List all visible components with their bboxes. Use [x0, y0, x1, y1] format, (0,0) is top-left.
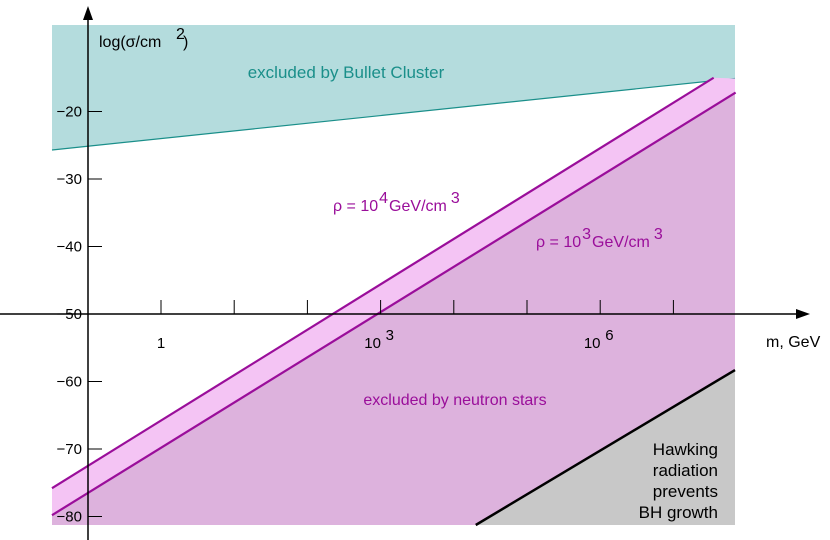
x-axis-arrow — [796, 309, 810, 319]
hawking-label-line: prevents — [653, 482, 718, 501]
y-tick-label: −60 — [57, 374, 82, 391]
rho-1e4-label-prefix: ρ = 10 — [333, 198, 378, 215]
neutron-stars-label: excluded by neutron stars — [363, 392, 546, 409]
y-axis-label: log(σ/cm — [99, 34, 161, 51]
y-tick-label: −20 — [57, 104, 82, 121]
x-tick-label-exponent: 6 — [605, 327, 613, 344]
x-axis-label: m, GeV — [766, 334, 821, 351]
x-tick-label: 10 — [584, 335, 601, 352]
y-tick-label: −40 — [57, 239, 82, 256]
y-axis-label-close: ) — [183, 34, 188, 51]
rho-1e4-label-exponent: 4 — [379, 190, 388, 207]
series-line-rho-1e4 — [51, 76, 715, 490]
rho-1e4-label-unit-exponent: 3 — [451, 190, 460, 207]
rho-1e4-label-unit: GeV/cm — [389, 198, 447, 215]
regions-layer — [51, 25, 736, 527]
x-tick-label-exponent: 3 — [386, 327, 394, 344]
bullet-cluster-boundary — [51, 77, 736, 151]
rho-1e3-label-prefix: ρ = 10 — [536, 234, 581, 251]
series-line-rho-1e3 — [51, 91, 737, 517]
neutron-stars-region — [52, 92, 735, 525]
rho-1e3-label-exponent: 3 — [582, 226, 591, 243]
rho-1e3-label-unit: GeV/cm — [592, 234, 650, 251]
y-tick-label: −50 — [57, 306, 82, 323]
x-tick-label: 1 — [157, 335, 165, 352]
y-axis-arrow — [83, 6, 93, 20]
y-tick-label: −70 — [57, 441, 82, 458]
rho-1e3-label-unit-exponent: 3 — [654, 226, 663, 243]
y-axis-label-exponent: 2 — [176, 26, 185, 43]
axes-layer — [0, 6, 810, 540]
y-tick-label: −80 — [57, 509, 82, 526]
lines-layer — [51, 76, 737, 517]
bullet-cluster-region — [52, 25, 735, 150]
hawking-label-line: BH growth — [639, 503, 718, 522]
density-band — [52, 77, 735, 516]
hawking-label-line: Hawking — [653, 440, 718, 459]
y-tick-label: −30 — [57, 171, 82, 188]
hawking-label-line: radiation — [653, 461, 718, 480]
bullet-cluster-label: excluded by Bullet Cluster — [248, 63, 445, 82]
x-tick-label: 10 — [364, 335, 381, 352]
hawking-boundary — [475, 368, 736, 527]
